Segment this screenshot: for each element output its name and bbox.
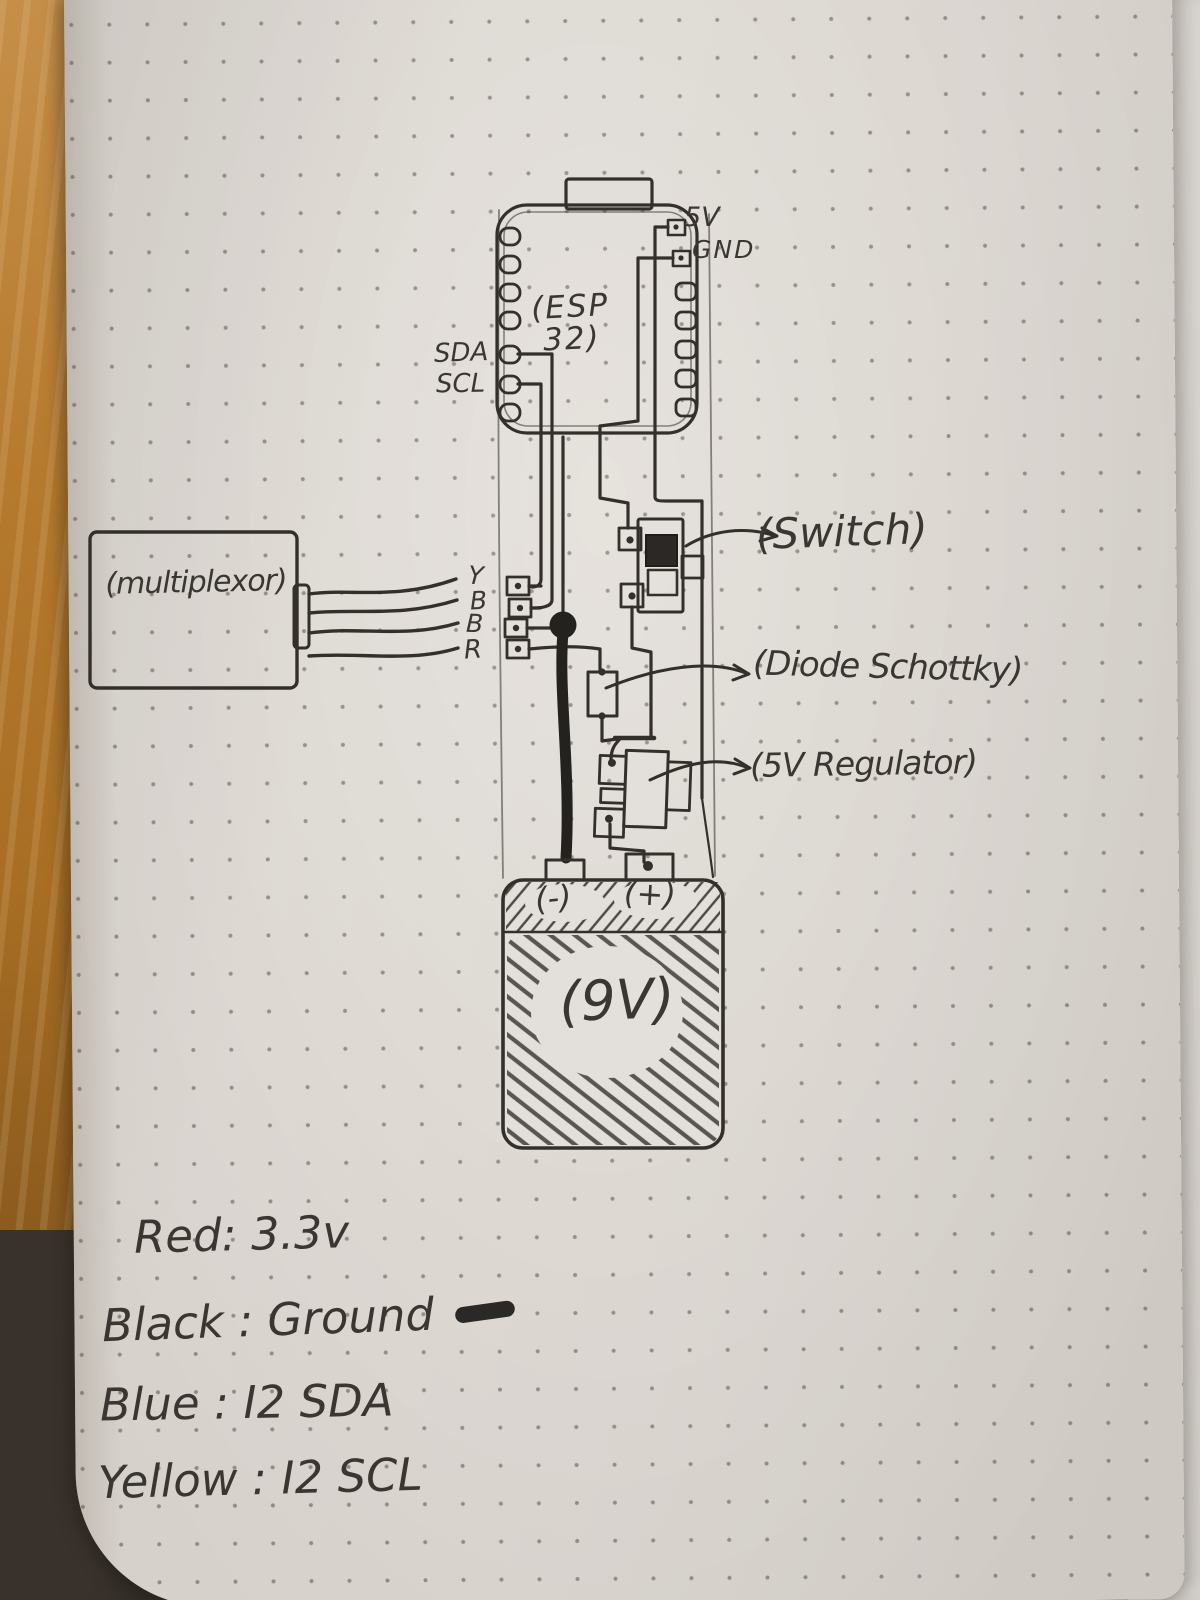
annotation-arrows	[604, 526, 779, 782]
pin-label-5v: 5V	[684, 202, 720, 233]
pin-label-scl: SCL	[435, 368, 486, 400]
legend-row-blue: Blue : I2 SDA	[100, 1373, 394, 1431]
multiplexor-label: (multiplexor)	[104, 563, 288, 602]
multiplexor-box	[88, 530, 460, 690]
signal-wires	[516, 225, 715, 879]
switch-annotation: (Switch)	[755, 504, 929, 559]
bus-wires	[307, 577, 460, 658]
battery-positive-label: (+)	[623, 873, 677, 915]
legend-blue-text: Blue : I2 SDA	[99, 1373, 394, 1432]
pin-label-sda: SDA	[433, 337, 489, 369]
legend-row-yellow: Yellow : I2 SCL	[97, 1448, 423, 1509]
battery-voltage-label: (9V)	[558, 966, 676, 1034]
regulator-annotation: (5V Regulator)	[749, 742, 978, 785]
esp32-board	[495, 177, 699, 435]
battery-negative-label: (-)	[533, 877, 574, 919]
pin-label-gnd: GND	[692, 235, 756, 264]
legend-yellow-text: Yellow : I2 SCL	[97, 1447, 424, 1510]
connector-block	[503, 575, 533, 660]
ground-wire	[549, 611, 577, 864]
esp32-gnd-pin	[671, 249, 692, 268]
legend-row-red: Red: 3.3v	[133, 1205, 350, 1264]
wire-label-black: B	[465, 608, 484, 639]
diode-annotation: (Diode Schottky)	[752, 643, 1023, 691]
esp32-5v-pin	[666, 218, 687, 237]
diode-component	[586, 668, 619, 720]
esp32-right-pins	[674, 281, 698, 418]
switch-component	[617, 517, 705, 614]
esp32-label: (ESP 32)	[530, 287, 611, 359]
esp32-label-line2: 32)	[542, 319, 602, 359]
regulator-component	[592, 748, 693, 839]
battery-component	[501, 852, 725, 1150]
black-wire-swatch	[454, 1299, 516, 1324]
wire-label-red: R	[462, 634, 484, 666]
legend-red-text: Red: 3.3v	[133, 1205, 350, 1264]
esp32-left-pins	[498, 226, 522, 423]
